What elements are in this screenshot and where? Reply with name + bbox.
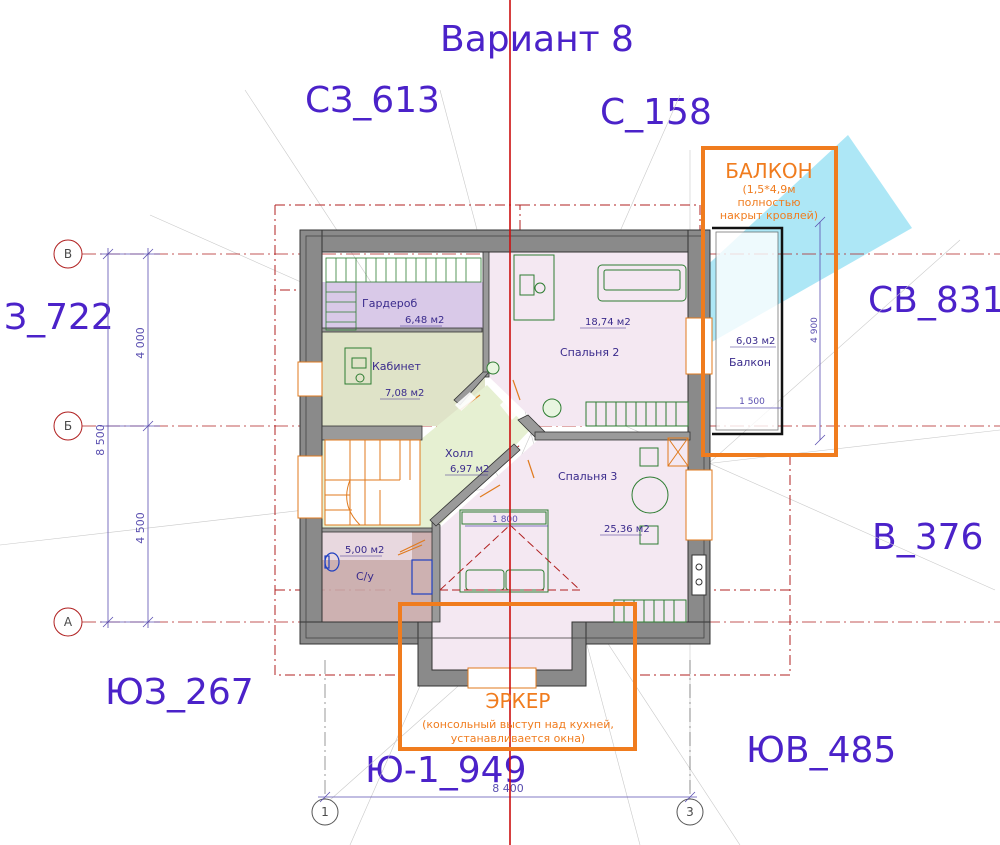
direction-nw: СЗ_613 bbox=[305, 80, 440, 121]
room-area-bathroom: 5,00 м2 bbox=[345, 545, 384, 556]
room-area-balcony: 6,03 м2 bbox=[736, 336, 775, 347]
dim-left-lower: 4 500 bbox=[134, 512, 147, 544]
room-name-cabinet: Кабинет bbox=[372, 360, 421, 373]
wardrobe-shelves bbox=[325, 257, 482, 331]
erker-callout-title: ЭРКЕР bbox=[486, 689, 551, 713]
dim-erker: 1 800 bbox=[492, 515, 518, 525]
room-area-bedroom2: 18,74 м2 bbox=[585, 317, 631, 328]
double-bed-icon bbox=[459, 509, 549, 593]
bedroom2-fill bbox=[487, 252, 690, 426]
axis-label-b: Б bbox=[64, 419, 72, 433]
windows bbox=[297, 317, 713, 689]
dim-left-upper: 4 000 bbox=[134, 327, 147, 359]
axis-row-a: А bbox=[53, 607, 83, 637]
dim-balcony-width: 1 500 bbox=[739, 397, 765, 407]
direction-w: З_722 bbox=[4, 297, 114, 338]
bath-door bbox=[399, 539, 426, 553]
erker-callout-note2: устанавливается окна) bbox=[451, 732, 585, 745]
direction-e: В_376 bbox=[872, 517, 984, 558]
axis-row-b: Б bbox=[53, 411, 83, 441]
direction-se: ЮВ_485 bbox=[746, 730, 897, 771]
shower-icon bbox=[411, 559, 433, 595]
balcony-dims bbox=[716, 216, 826, 446]
erker-callout-note1: (консольный выступ над кухней, bbox=[422, 718, 614, 731]
axis-row-v: В bbox=[53, 239, 83, 269]
direction-n: С_158 bbox=[600, 92, 712, 133]
axis-col-3: 3 bbox=[676, 798, 704, 826]
axis-label-v: В bbox=[64, 247, 72, 261]
axis-label-3: 3 bbox=[686, 805, 694, 819]
sofa-icon bbox=[597, 264, 687, 302]
roof-valleys bbox=[439, 524, 581, 591]
erker-callout-frame bbox=[398, 602, 637, 751]
balcony-callout-note2: полностью bbox=[737, 196, 800, 209]
door-gaps bbox=[455, 392, 518, 420]
balcony-inner bbox=[715, 231, 779, 431]
room-name-bedroom2: Спальня 2 bbox=[560, 346, 619, 359]
bedroom3-fill bbox=[435, 438, 690, 622]
room-name-bathroom: С/у bbox=[356, 570, 374, 583]
stairs bbox=[324, 439, 421, 526]
bedroom2-desk-icon bbox=[513, 254, 555, 321]
bottom-dimension bbox=[318, 791, 697, 803]
direction-ne: СВ_831 bbox=[868, 280, 1000, 321]
axis-label-1: 1 bbox=[321, 805, 329, 819]
plant-icon bbox=[542, 398, 562, 418]
balcony-callout-note3: накрыт кровлей) bbox=[720, 209, 818, 222]
room-name-balcony: Балкон bbox=[729, 356, 771, 369]
plan-title: Вариант 8 bbox=[440, 19, 634, 60]
plant-small-icon bbox=[486, 361, 500, 375]
desk-icon bbox=[344, 347, 372, 385]
direction-sw: ЮЗ_267 bbox=[105, 672, 254, 713]
dim-balcony-height: 4 900 bbox=[810, 317, 820, 343]
room-name-bedroom3: Спальня 3 bbox=[558, 470, 617, 483]
room-area-cabinet: 7,08 м2 bbox=[385, 388, 424, 399]
left-dimensions bbox=[100, 248, 160, 628]
dim-bottom-total: 8 400 bbox=[492, 782, 524, 795]
balcony bbox=[712, 226, 784, 436]
room-area-wardrobe: 6,48 м2 bbox=[405, 315, 444, 326]
balcony-callout-frame bbox=[701, 146, 838, 457]
room-name-hall: Холл bbox=[445, 447, 473, 460]
room-name-wardrobe: Гардероб bbox=[362, 297, 418, 310]
axis-col-1: 1 bbox=[311, 798, 339, 826]
room-area-bedroom3: 25,36 м2 bbox=[604, 524, 650, 535]
chimney bbox=[667, 437, 689, 467]
toilet-icon bbox=[324, 552, 340, 572]
radiator-icon bbox=[691, 554, 707, 596]
balcony-callout-note1: (1,5*4,9м bbox=[742, 183, 795, 196]
room-area-hall: 6,97 м2 bbox=[450, 464, 489, 475]
dim-left-total: 8 500 bbox=[94, 424, 107, 456]
bed-small-icon bbox=[585, 401, 689, 427]
direction-s: Ю-1_949 bbox=[365, 750, 527, 791]
axis-label-a: А bbox=[64, 615, 73, 629]
balcony-callout-title: БАЛКОН bbox=[725, 159, 812, 183]
